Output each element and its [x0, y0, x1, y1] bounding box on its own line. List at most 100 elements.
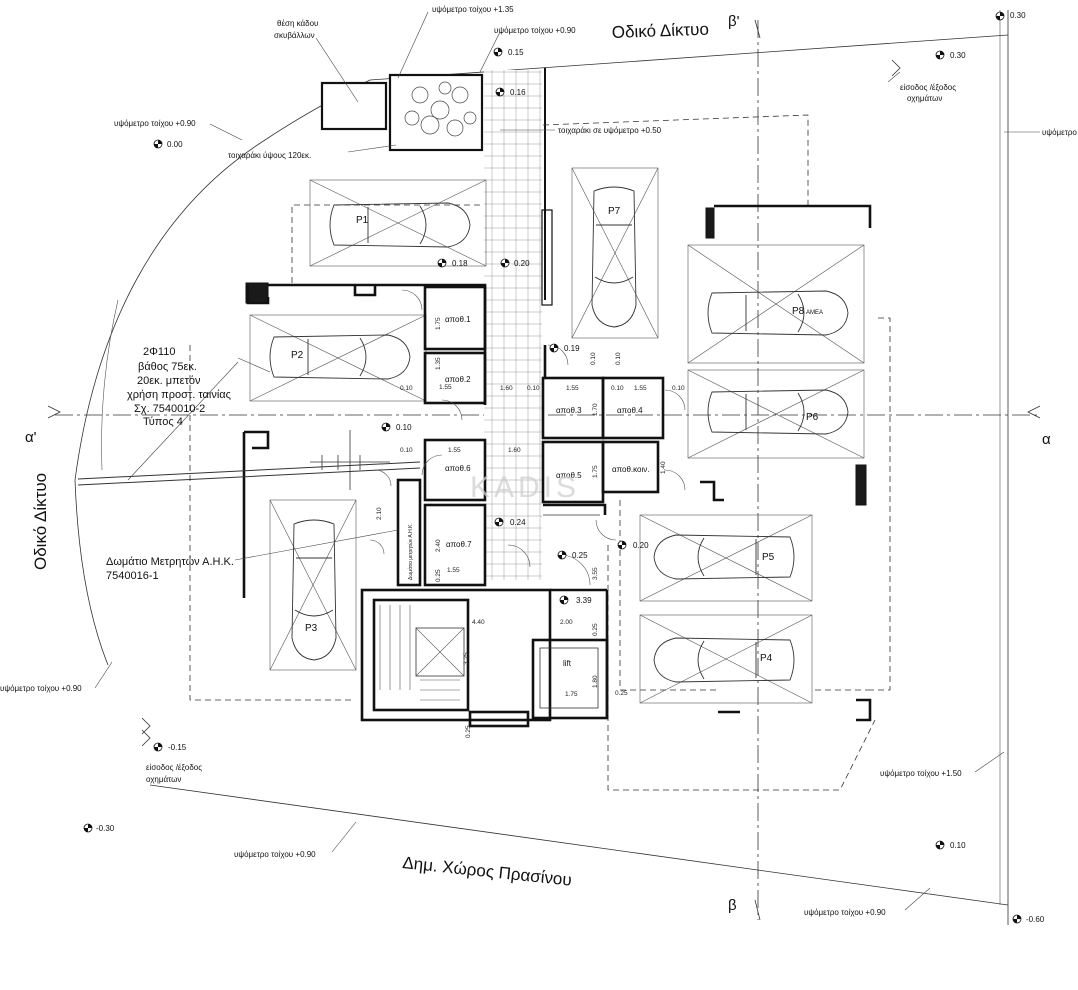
note-wall-right: υψόμετρο τοίχου [1042, 128, 1078, 137]
meter-room-label: Δωμάτιο μετρητών Α.Η.Κ. [407, 523, 414, 580]
parking-p5: P5 [762, 552, 775, 563]
note-wall-090-bottom-right: υψόμετρο τοίχου +0.90 [804, 908, 886, 917]
level-339: 3.39 [576, 596, 592, 605]
parking-bays [249, 167, 865, 704]
section-a-prime: α' [25, 429, 37, 446]
svg-text:2.00: 2.00 [560, 619, 573, 626]
svg-text:3.55: 3.55 [592, 567, 599, 580]
svg-text:1.55: 1.55 [439, 384, 452, 391]
dimensions: 1.60 1.60 1.55 1.55 1.55 1.55 1.55 0.10 … [376, 317, 685, 738]
svg-text:0.10: 0.10 [400, 447, 413, 454]
note-pipe-4: χρήση προστ. ταινίας [127, 389, 231, 401]
svg-text:1.75: 1.75 [592, 465, 599, 478]
section-lines [47, 19, 1041, 921]
room-lift: lift [563, 659, 572, 668]
level-m030: -0.30 [96, 824, 115, 833]
room-apoth6: αποθ.6 [445, 464, 471, 473]
room-apoth7: αποθ.7 [446, 540, 472, 549]
meter-room [396, 478, 422, 587]
bin-enclosure [320, 81, 388, 131]
level-025: 0.25 [572, 551, 588, 560]
note-entry-left-1: είσοδος /έξοδος [146, 763, 202, 772]
svg-text:1.60: 1.60 [500, 385, 513, 392]
section-a: α [1042, 431, 1051, 448]
note-meter-1: Δωμάτιο Μετρητών Α.Η.Κ. [106, 556, 234, 568]
street-top: Οδικό Δίκτυο [611, 20, 709, 42]
parking-p8-sub: AMEA [806, 310, 823, 316]
svg-text:1.55: 1.55 [447, 567, 460, 574]
level-020b: 0.20 [633, 541, 649, 550]
level-000: 0.00 [167, 140, 183, 149]
svg-text:2.10: 2.10 [376, 507, 383, 520]
svg-text:1.40: 1.40 [660, 461, 667, 474]
level-030b: 0.30 [950, 51, 966, 60]
level-markers [83, 11, 1022, 924]
svg-text:1.35: 1.35 [435, 357, 442, 370]
svg-text:1.60: 1.60 [508, 447, 521, 454]
note-pipe-3: 20εκ. μπετόν [137, 375, 201, 387]
room-apoth3: αποθ.3 [556, 406, 582, 415]
level-010b: 0.10 [950, 841, 966, 850]
note-pipe-1: 2Φ110 [143, 346, 175, 358]
level-m015: -0.15 [168, 743, 187, 752]
service-pipe [77, 430, 421, 490]
svg-text:0.10: 0.10 [590, 352, 597, 365]
note-wall-090-top: υψόμετρο τοίχου +0.90 [494, 26, 576, 35]
note-bin-2: σκυβάλλων [274, 31, 315, 40]
level-019: 0.19 [564, 344, 580, 353]
walkway-tiles [484, 70, 542, 580]
watermark: KADIS [470, 471, 580, 504]
note-wall-150: υψόμετρο τοίχου +1.50 [880, 769, 962, 778]
svg-text:1.55: 1.55 [448, 447, 461, 454]
note-wall-090-mid-left: υψόμετρο τοίχου +0.90 [0, 684, 82, 693]
parking-p7: P7 [608, 206, 621, 217]
section-b: β [728, 897, 737, 914]
section-b-prime: β' [728, 13, 740, 30]
parking-p6: P6 [806, 412, 819, 423]
note-entry-top-2: οχημάτων [907, 94, 942, 103]
room-apoth4: αποθ.4 [617, 406, 643, 415]
room-apothkoin: αποθ.κοιν. [612, 465, 650, 474]
parking-p2: P2 [291, 350, 304, 361]
svg-text:0.10: 0.10 [527, 385, 540, 392]
svg-text:2.40: 2.40 [435, 539, 442, 552]
room-apoth1: αποθ.1 [445, 315, 471, 324]
street-bottom: Δημ. Χώρος Πρασίνου [402, 853, 573, 890]
note-wall-135: υψόμετρο τοίχου +1.35 [432, 5, 514, 14]
garden-bed [388, 73, 484, 152]
svg-text:0.10: 0.10 [400, 385, 413, 392]
room-apoth5: αποθ.5 [556, 471, 582, 480]
walls [242, 204, 872, 728]
svg-text:1.75: 1.75 [435, 317, 442, 330]
note-entry-left-2: οχημάτων [146, 775, 181, 784]
level-016: 0.16 [510, 88, 526, 97]
svg-text:0.10: 0.10 [611, 385, 624, 392]
cars [269, 186, 849, 683]
svg-text:1.55: 1.55 [566, 385, 579, 392]
level-015: 0.15 [508, 48, 524, 57]
parking-p1: P1 [356, 215, 369, 226]
annotations: θέση κάδου σκυβάλλων υψόμετρο τοίχου +1.… [0, 5, 1078, 917]
level-m060: -0.60 [1026, 915, 1045, 924]
note-wall-090-left: υψόμετρο τοίχου +0.90 [114, 119, 196, 128]
street-left: Οδικό Δίκτυο [31, 473, 50, 570]
note-wall-090-bottom: υψόμετρο τοίχου +0.90 [234, 850, 316, 859]
level-020: 0.20 [514, 259, 530, 268]
note-wall-050: τοιχαράκι σε υψόμετρο +0.50 [558, 126, 662, 135]
svg-text:0.25: 0.25 [592, 623, 599, 636]
note-meter-2: 7540016-1 [106, 570, 159, 582]
note-entry-top-1: είσοδος /έξοδος [900, 83, 956, 92]
parking-p3: P3 [305, 623, 318, 634]
svg-text:1.70: 1.70 [592, 403, 599, 416]
leader-lines [94, 11, 1040, 911]
entry-arrows [141, 59, 901, 747]
svg-text:0.10: 0.10 [672, 385, 685, 392]
svg-text:0.10: 0.10 [615, 352, 622, 365]
svg-text:1.80: 1.80 [592, 675, 599, 688]
room-apoth2: αποθ.2 [445, 375, 471, 384]
svg-text:0.25: 0.25 [615, 690, 628, 697]
note-pipe-5: Σχ. 7540010-2 [134, 403, 205, 415]
note-pipe-2: βάθος 75εκ. [138, 361, 197, 373]
svg-text:1.75: 1.75 [565, 691, 578, 698]
